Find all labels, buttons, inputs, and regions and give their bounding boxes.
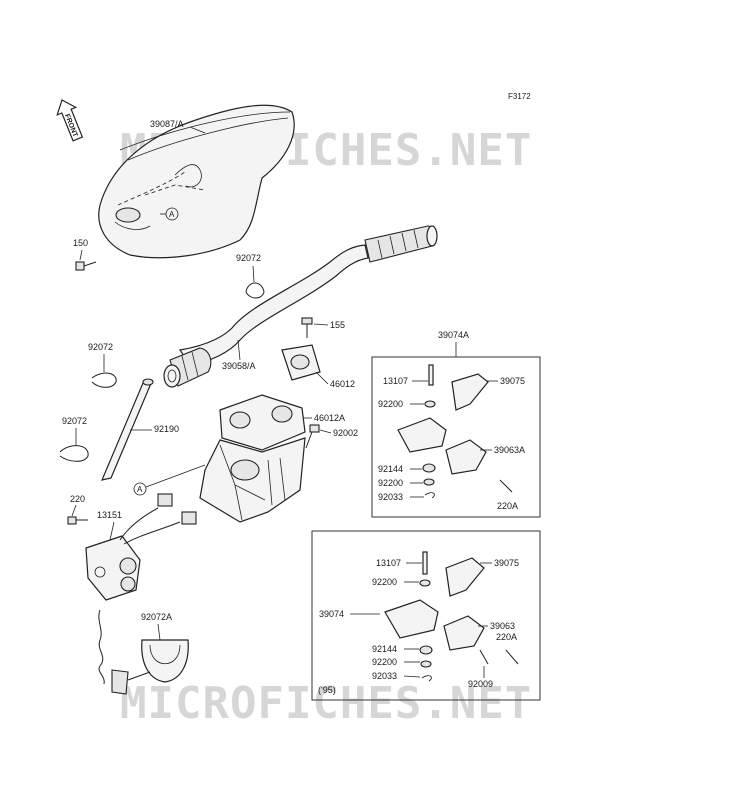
- figure-code: F3172: [508, 92, 531, 101]
- label-13151: 13151: [97, 510, 122, 520]
- label-155: 155: [330, 320, 345, 330]
- label-220A-lower: 220A: [496, 632, 517, 642]
- label-39075-lower: 39075: [494, 558, 519, 568]
- label-92190: 92190: [154, 424, 179, 434]
- clamp-92072-left1: [91, 372, 117, 388]
- label-92072-top: 92072: [236, 253, 261, 263]
- ref-a-lower-label: A: [137, 485, 143, 494]
- left-grip: [163, 347, 212, 388]
- label-13107-upper: 13107: [383, 376, 408, 386]
- label-92144-lower: 92144: [372, 644, 397, 654]
- handlebar-clamp-46012: [281, 344, 321, 381]
- label-92144-upper: 92144: [378, 464, 403, 474]
- label-92033-lower: 92033: [372, 671, 397, 681]
- label-39087A: 39087/A: [150, 119, 184, 129]
- watermark-bottom: MICROFICHES.NET: [120, 678, 532, 729]
- label-92200b-lower: 92200: [372, 657, 397, 667]
- lanyard-clamp-92072A: [98, 609, 189, 695]
- label-92009: 92009: [468, 679, 493, 689]
- label-220: 220: [70, 494, 85, 504]
- label-39075-upper: 39075: [500, 376, 525, 386]
- bolt-155: [301, 317, 313, 338]
- handlebar-cover: A: [98, 104, 295, 259]
- hose-92190: [100, 378, 154, 481]
- clamp-92072-left2: [59, 445, 89, 462]
- throttle-assembly-upper: [397, 364, 513, 499]
- front-arrow-icon: FRONT: [56, 99, 84, 142]
- box-39074: [311, 530, 541, 701]
- label-39074A: 39074A: [438, 330, 469, 340]
- stop-switch-13151: [85, 493, 197, 601]
- label-92200a-upper: 92200: [378, 399, 403, 409]
- ref-a-upper: A: [169, 210, 175, 219]
- label-220A-upper: 220A: [497, 501, 518, 511]
- label-13107-lower: 13107: [376, 558, 401, 568]
- label-92033-upper: 92033: [378, 492, 403, 502]
- label-92072A: 92072A: [141, 612, 172, 622]
- clamp-92072-top: [245, 282, 265, 299]
- ref-a-lower: [133, 482, 147, 496]
- label-46012A: 46012A: [314, 413, 345, 423]
- label-150: 150: [73, 238, 88, 248]
- label-92200b-upper: 92200: [378, 478, 403, 488]
- right-grip: [364, 225, 438, 263]
- label-92072-left2: 92072: [62, 416, 87, 426]
- bolt-220: [67, 516, 88, 525]
- bolt-150: [75, 261, 97, 271]
- label-39074: 39074: [319, 609, 344, 619]
- handlebar-holder-46012A: [219, 394, 306, 451]
- label-39058A: 39058/A: [222, 361, 256, 371]
- label-92002: 92002: [333, 428, 358, 438]
- year-note: ('95): [318, 685, 336, 695]
- label-39063: 39063: [490, 621, 515, 631]
- label-92072-left1: 92072: [88, 342, 113, 352]
- bolt-92002: [305, 424, 320, 449]
- label-39063A: 39063A: [494, 445, 525, 455]
- label-92200a-lower: 92200: [372, 577, 397, 587]
- handlebar: [163, 225, 438, 388]
- label-46012: 46012: [330, 379, 355, 389]
- steering-column-bracket: [199, 437, 306, 523]
- throttle-assembly-lower: [384, 551, 519, 682]
